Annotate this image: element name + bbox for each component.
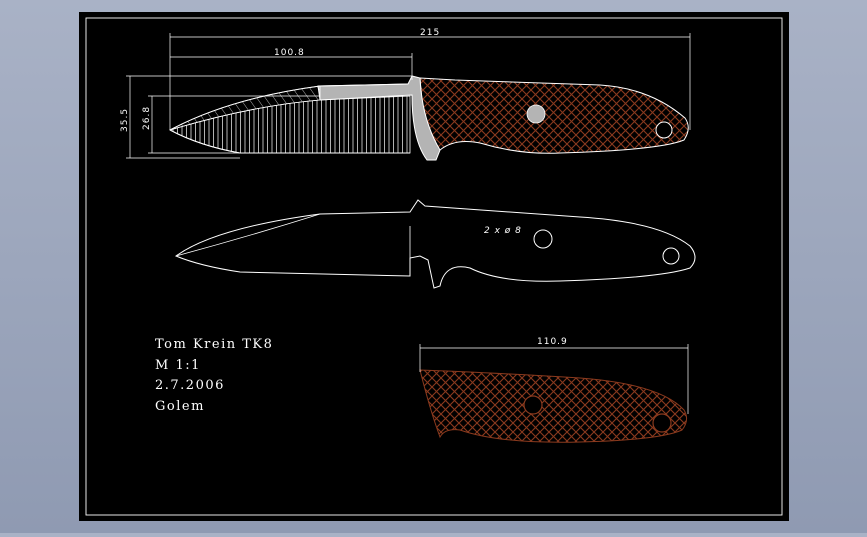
hole-callout: 2 x ø 8 <box>484 226 522 236</box>
dim-overall-length: 215 <box>420 28 440 38</box>
pin-hole-outline <box>533 229 553 249</box>
title-block: Tom Krein TK8 M 1:1 2.7.2006 Golem <box>155 337 273 414</box>
blade-edge-line <box>175 213 321 257</box>
dim-handle-length: 110.9 <box>537 337 568 347</box>
handle-dimension-lines <box>419 344 689 414</box>
dim-blade-length: 100.8 <box>274 48 305 58</box>
handle-scale-top <box>419 77 689 154</box>
pin-hole <box>526 104 546 124</box>
dimension-lines <box>126 33 691 159</box>
knife-outline-view: 2 x ø 8 <box>174 199 696 289</box>
title-author: Golem <box>155 399 205 414</box>
bolster <box>317 75 441 161</box>
handle-pin-hole <box>523 395 543 415</box>
knife-side-view: 215 100.8 35.5 26.8 <box>120 28 691 161</box>
lanyard-hole <box>655 121 673 139</box>
lanyard-hole-outline <box>662 247 680 265</box>
title-scale: M 1:1 <box>155 358 201 373</box>
handle-lanyard-hole <box>652 413 672 433</box>
knife-outline <box>174 199 696 289</box>
title-name: Tom Krein TK8 <box>155 337 273 352</box>
handle-detail-scale <box>419 369 688 443</box>
handle-detail-view: 110.9 <box>419 337 689 443</box>
dim-blade-width: 26.8 <box>142 106 152 130</box>
dim-blade-height: 35.5 <box>120 108 130 132</box>
drawing-frame <box>85 17 783 516</box>
title-date: 2.7.2006 <box>155 378 225 393</box>
